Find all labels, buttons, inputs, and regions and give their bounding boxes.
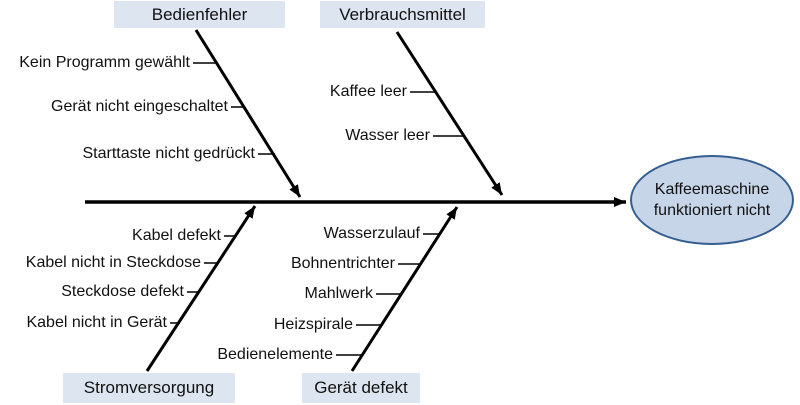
cause-label: Gerät nicht eingeschaltet: [51, 98, 228, 115]
cause-label: Bohnentrichter: [290, 255, 395, 272]
cause-label: Wasser leer: [345, 127, 430, 144]
category-box-geraet-defekt: Gerät defekt: [302, 373, 420, 403]
effect-label: Kaffeemaschine funktioniert nicht: [653, 181, 771, 219]
branch-stromversorgung: [145, 205, 257, 372]
category-box-bedienfehler: Bedienfehler: [114, 1, 285, 28]
cause-label: Kabel nicht in Gerät: [26, 314, 167, 331]
category-box-stromversorgung: Stromversorgung: [63, 373, 235, 403]
cause-label: Mahlwerk: [304, 285, 373, 302]
cause-label: Kabel defekt: [132, 227, 221, 244]
branch-bedienfehler: [194, 29, 302, 198]
effect-ellipse: Kaffeemaschine funktioniert nicht: [630, 155, 794, 245]
cause-label: Kaffee leer: [329, 83, 407, 100]
cause-ticks: [170, 62, 465, 356]
branch-verbrauchsmittel: [395, 31, 504, 196]
category-box-verbrauchsmittel: Verbrauchsmittel: [320, 1, 485, 28]
cause-label: Kein Programm gewählt: [19, 54, 190, 71]
cause-label: Kabel nicht in Steckdose: [25, 254, 201, 271]
cause-label: Heizspirale: [273, 316, 353, 333]
cause-label: Starttaste nicht gedrückt: [82, 145, 255, 162]
cause-label: Steckdose defekt: [61, 283, 184, 300]
cause-label: Bedienelemente: [217, 346, 333, 363]
cause-label: Wasserzulauf: [323, 225, 420, 242]
